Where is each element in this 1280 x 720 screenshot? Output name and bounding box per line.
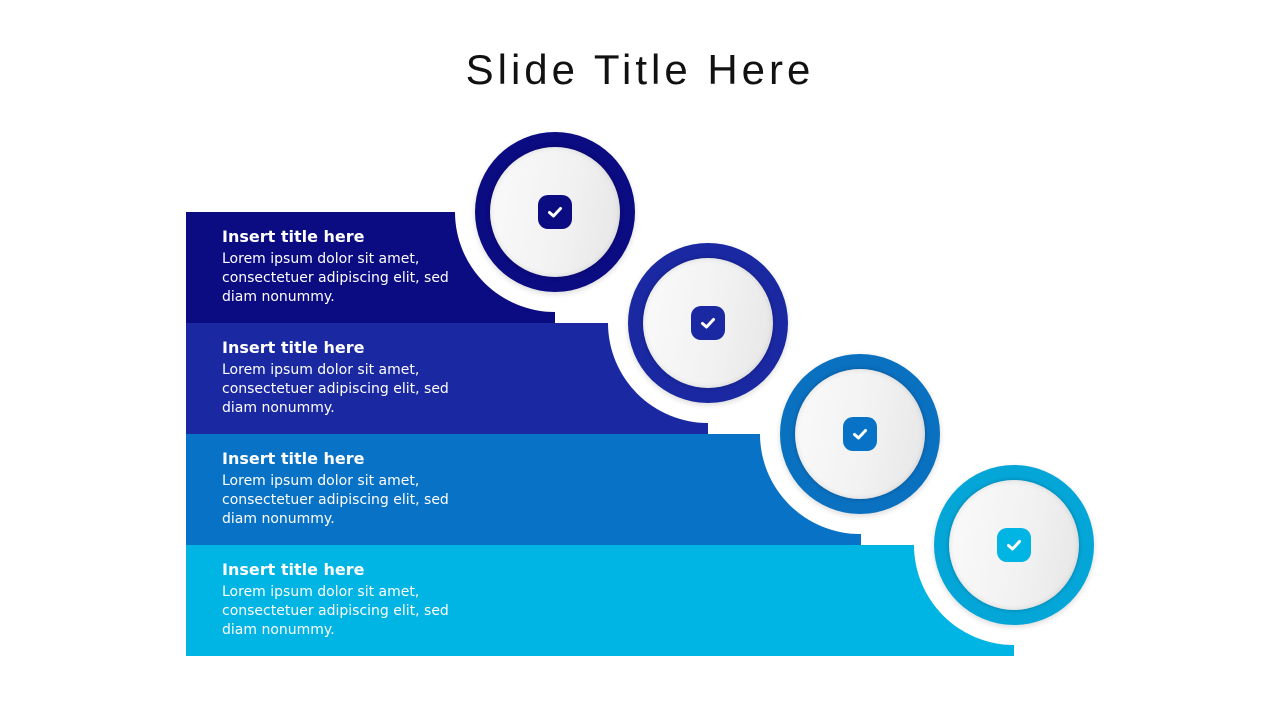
circle-disk	[795, 369, 925, 499]
step-circle-3	[780, 354, 940, 514]
circle-disk	[490, 147, 620, 277]
step-text-4: Insert title here Lorem ipsum dolor sit …	[222, 559, 462, 640]
circle-disk	[949, 480, 1079, 610]
step-title: Insert title here	[222, 338, 365, 357]
step-circle-4	[934, 465, 1094, 625]
step-band-3: Insert title here Lorem ipsum dolor sit …	[186, 434, 861, 545]
step-title: Insert title here	[222, 449, 365, 468]
check-icon	[538, 195, 572, 229]
step-title: Insert title here	[222, 560, 365, 579]
step-body: Lorem ipsum dolor sit amet, consectetuer…	[222, 473, 449, 527]
step-circle-2	[628, 243, 788, 403]
step-text-3: Insert title here Lorem ipsum dolor sit …	[222, 448, 462, 529]
circle-disk	[643, 258, 773, 388]
slide-title: Slide Title Here	[465, 46, 815, 93]
step-body: Lorem ipsum dolor sit amet, consectetuer…	[222, 251, 449, 305]
step-title: Insert title here	[222, 227, 365, 246]
step-text-2: Insert title here Lorem ipsum dolor sit …	[222, 337, 462, 418]
check-icon	[843, 417, 877, 451]
step-band-4: Insert title here Lorem ipsum dolor sit …	[186, 545, 1014, 656]
step-text-1: Insert title here Lorem ipsum dolor sit …	[222, 226, 462, 307]
step-body: Lorem ipsum dolor sit amet, consectetuer…	[222, 584, 449, 638]
step-circle-1	[475, 132, 635, 292]
check-icon	[691, 306, 725, 340]
check-icon	[997, 528, 1031, 562]
step-body: Lorem ipsum dolor sit amet, consectetuer…	[222, 362, 449, 416]
